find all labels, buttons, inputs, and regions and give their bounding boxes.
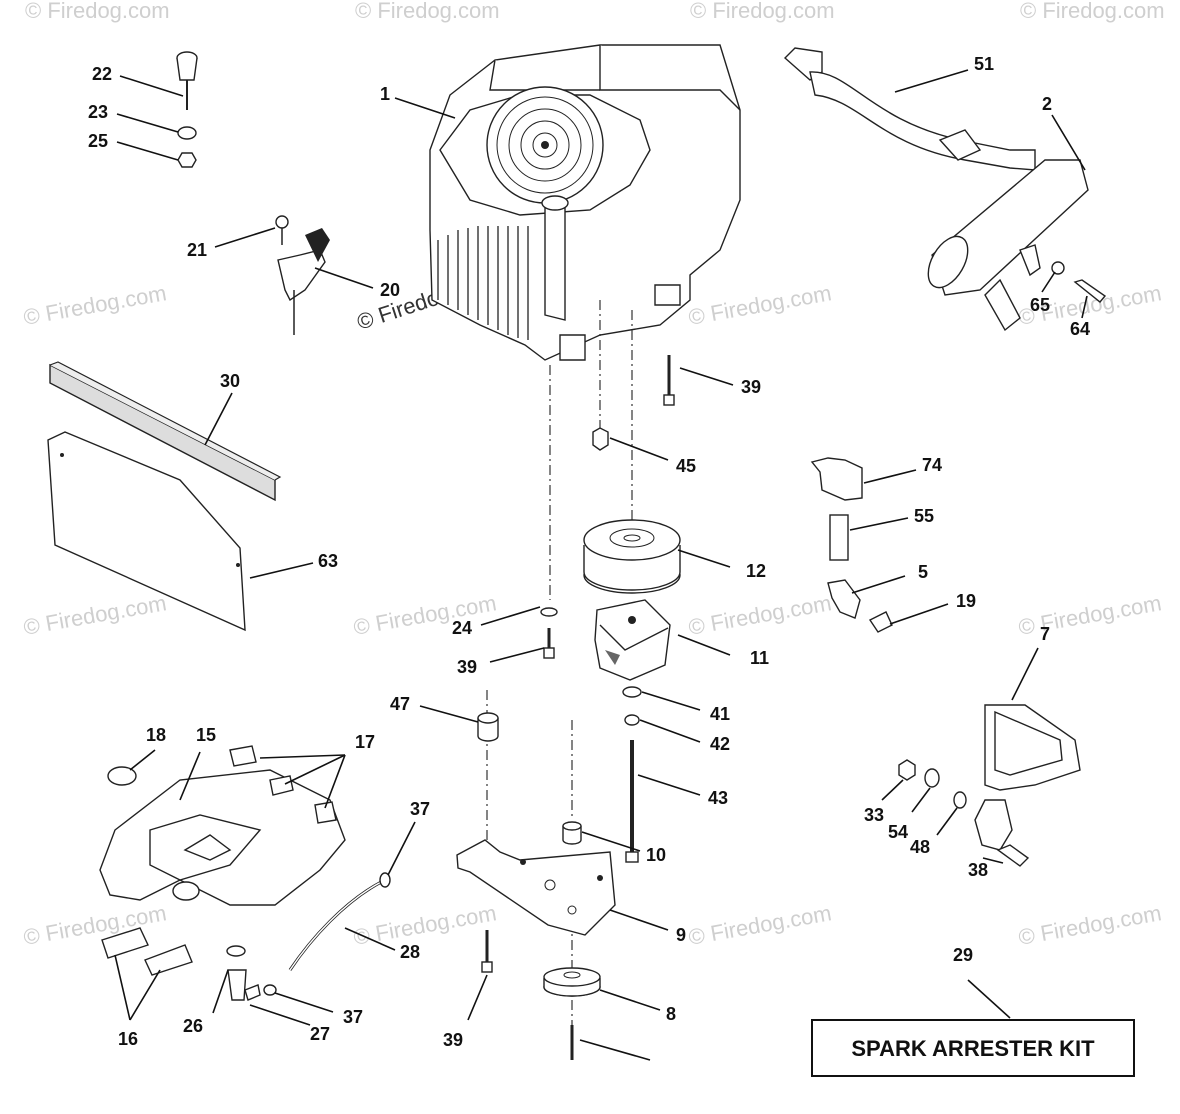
engine-drawing xyxy=(429,44,741,361)
callout-label: 17 xyxy=(355,732,375,752)
fittings-74-55-5-19 xyxy=(810,457,893,633)
callout-label: 9 xyxy=(676,925,686,945)
parts-22-23-25 xyxy=(176,51,198,168)
spacers-47-10 xyxy=(477,712,582,845)
callout-label: 43 xyxy=(708,788,728,808)
watermark-text: © Firedog.com xyxy=(25,0,170,23)
callout-label: 19 xyxy=(956,591,976,611)
callout-label: 2 xyxy=(1042,94,1052,114)
watermark-text: © Firedog.com xyxy=(687,590,834,640)
part-15-fuel-tank xyxy=(99,745,391,1001)
callout-label: 74 xyxy=(922,455,942,475)
callout-label: 23 xyxy=(88,102,108,122)
watermark-text: © Firedog.com xyxy=(1017,900,1164,950)
callout-label-duplicate: 39 xyxy=(741,377,761,397)
bolts-39 xyxy=(481,355,675,973)
callout-label: 18 xyxy=(146,725,166,745)
callout-label: 37 xyxy=(410,799,430,819)
callout-label: 63 xyxy=(318,551,338,571)
part-8-idler-pulley xyxy=(543,967,601,1060)
callout-label: 39 xyxy=(443,1030,463,1050)
callout-label: 33 xyxy=(864,805,884,825)
callout-label: 16 xyxy=(118,1029,138,1049)
callout-label: 5 xyxy=(918,562,928,582)
part-2-muffler xyxy=(783,47,1107,332)
part-9-bracket xyxy=(456,839,616,936)
callout-label: 37 xyxy=(343,1007,363,1027)
part-12-pulley xyxy=(583,519,681,594)
part-45-nut xyxy=(592,427,609,451)
watermark-text: © Firedog.com xyxy=(22,280,169,330)
leader-lines xyxy=(114,69,1088,1061)
callout-label: 26 xyxy=(183,1016,203,1036)
callout-label: 39 xyxy=(741,377,761,397)
part-63-shield xyxy=(47,431,246,632)
callout-label: 20 xyxy=(380,280,400,300)
callout-label: 24 xyxy=(452,618,472,638)
callout-label: 29 xyxy=(953,945,973,965)
watermark-text: © Firedog.com xyxy=(352,900,499,950)
callout-label: 25 xyxy=(88,131,108,151)
part-7-bracket xyxy=(898,704,1081,867)
spark-arrester-kit-box: SPARK ARRESTER KIT xyxy=(811,1019,1135,1077)
watermark-text: © Firedog.com xyxy=(1017,590,1164,640)
callout-label: 48 xyxy=(910,837,930,857)
parts-41-42-43 xyxy=(622,686,642,863)
callout-label: 51 xyxy=(974,54,994,74)
watermark-text: © Firedog.com xyxy=(1020,0,1165,23)
callout-label: 39 xyxy=(457,657,477,677)
callout-label: 11 xyxy=(750,648,769,668)
watermark-text: © Firedog.com xyxy=(687,900,834,950)
callout-label: 1 xyxy=(380,84,390,104)
callout-label: 38 xyxy=(968,860,988,880)
callout-label: 54 xyxy=(888,822,908,842)
assembly-axis-lines xyxy=(486,300,633,1060)
watermark-text: © Firedog.com xyxy=(22,590,169,640)
callout-label: 30 xyxy=(220,371,240,391)
callout-label: 45 xyxy=(676,456,696,476)
part-11-clutch xyxy=(594,599,671,681)
callout-label: 8 xyxy=(666,1004,676,1024)
callout-label: 12 xyxy=(746,561,766,581)
watermark-text: © Firedog.com xyxy=(352,590,499,640)
watermark-text: © Firedog.com xyxy=(355,0,500,23)
callout-label: 7 xyxy=(1040,624,1050,644)
callout-label: 42 xyxy=(710,734,730,754)
callout-label: 27 xyxy=(310,1024,330,1044)
kit-label: SPARK ARRESTER KIT xyxy=(851,1036,1095,1061)
callout-label: 55 xyxy=(914,506,934,526)
callout-label: 65 xyxy=(1030,295,1050,315)
callout-label: 41 xyxy=(710,704,730,724)
watermark-text: © Firedog.com xyxy=(690,0,835,23)
parts-20-21-throttle xyxy=(275,215,330,335)
callout-label: 28 xyxy=(400,942,420,962)
callout-label: 21 xyxy=(187,240,207,260)
callout-label: 47 xyxy=(390,694,410,714)
callout-label: 15 xyxy=(196,725,216,745)
callout-label: 22 xyxy=(92,64,112,84)
callout-label: 10 xyxy=(646,845,666,865)
watermark-text: © Firedog.com xyxy=(687,280,834,330)
callout-label: 64 xyxy=(1070,319,1090,339)
callout-labels: 1 2 5 7 8 9 10 11 12 15 16 17 18 19 20 2… xyxy=(88,54,1090,1050)
part-30-foam-strip xyxy=(49,361,282,502)
